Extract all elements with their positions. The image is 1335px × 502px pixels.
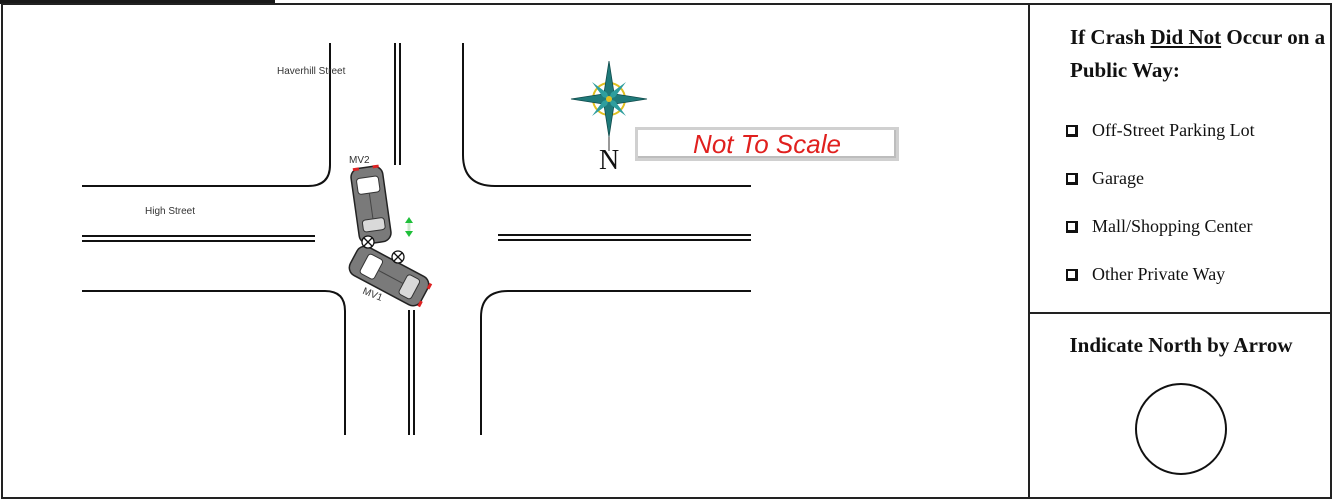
checkbox-icon[interactable] <box>1066 125 1078 137</box>
checkbox-icon[interactable] <box>1066 269 1078 281</box>
crash-diagram: Haverhill Street High Street MV2 MV1 N N… <box>3 5 1028 497</box>
option-label: Garage <box>1092 168 1144 188</box>
direction-arrow-icon <box>405 217 413 237</box>
title-part-1: If Crash <box>1070 25 1151 49</box>
title-underlined: Did Not <box>1151 25 1222 49</box>
not-to-scale-text: Not To Scale <box>638 130 896 158</box>
intersection-drawing <box>3 5 1028 497</box>
not-to-scale-box: Not To Scale <box>635 127 899 161</box>
option-label: Other Private Way <box>1092 264 1225 284</box>
impact-marker-2 <box>392 251 404 263</box>
public-way-title: If Crash Did Not Occur on a Public Way: <box>1070 21 1332 87</box>
vehicle-label-mv2: MV2 <box>349 155 370 166</box>
option-garage[interactable]: Garage <box>1066 168 1144 189</box>
checkbox-icon[interactable] <box>1066 221 1078 233</box>
checkbox-icon[interactable] <box>1066 173 1078 185</box>
vehicle-mv2 <box>350 164 392 245</box>
north-arrow-title: Indicate North by Arrow <box>1030 333 1332 358</box>
option-mall-shopping-center[interactable]: Mall/Shopping Center <box>1066 216 1253 237</box>
curb-northwest <box>82 43 330 186</box>
side-panel: If Crash Did Not Occur on a Public Way: … <box>1028 3 1332 499</box>
public-way-section: If Crash Did Not Occur on a Public Way: … <box>1030 3 1332 314</box>
curb-southeast <box>481 291 751 435</box>
street-label-east-west: High Street <box>145 206 195 217</box>
impact-marker-1 <box>362 236 374 248</box>
curb-southwest <box>82 291 345 435</box>
vehicle-mv1 <box>346 243 433 310</box>
compass-north-letter: N <box>599 145 619 177</box>
north-arrow-circle[interactable] <box>1135 383 1227 475</box>
option-other-private-way[interactable]: Other Private Way <box>1066 264 1225 285</box>
option-off-street-parking-lot[interactable]: Off-Street Parking Lot <box>1066 120 1255 141</box>
option-label: Mall/Shopping Center <box>1092 216 1253 236</box>
north-arrow-section: Indicate North by Arrow <box>1030 314 1332 497</box>
option-label: Off-Street Parking Lot <box>1092 120 1255 140</box>
street-label-north-south: Haverhill Street <box>277 66 345 77</box>
